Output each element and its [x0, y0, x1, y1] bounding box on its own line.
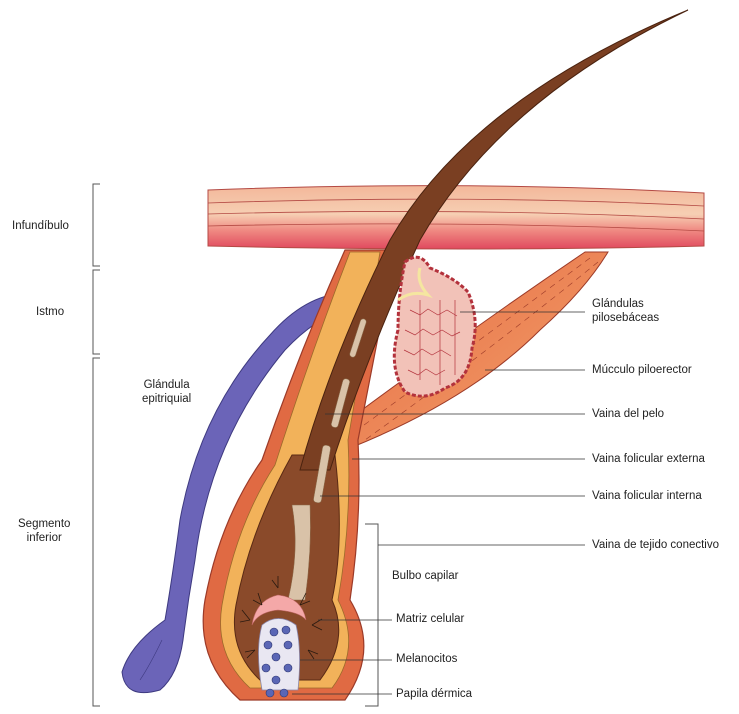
label-infundibulo: Infundíbulo — [12, 219, 69, 233]
label-glandula-epitriquial-line1: Glándula — [142, 378, 191, 392]
label-melanocitos: Melanocitos — [396, 652, 457, 666]
label-matriz-celular: Matriz celular — [396, 612, 464, 626]
label-segmento-inferior-line1: Segmento — [18, 517, 70, 531]
label-vaina-del-pelo: Vaina del pelo — [592, 407, 664, 421]
label-glandulas-pilosebaceas-line2: pilosebáceas — [592, 311, 659, 325]
bracket-bulbo-capilar — [365, 524, 378, 706]
label-bulbo-capilar: Bulbo capilar — [392, 569, 458, 583]
bracket-segmento-inferior — [93, 358, 100, 706]
label-vaina-tejido-conectivo: Vaina de tejido conectivo — [592, 538, 719, 552]
bracket-istmo — [93, 270, 100, 354]
label-glandula-epitriquial-line2: epitriquial — [142, 392, 191, 406]
label-musculo-piloerector: Múcculo piloerector — [592, 363, 692, 377]
label-papila-dermica: Papila dérmica — [396, 687, 472, 701]
label-vaina-folicular-interna: Vaina folicular interna — [592, 489, 702, 503]
label-vaina-folicular-externa: Vaina folicular externa — [592, 452, 705, 466]
label-segmento-inferior-line2: inferior — [18, 531, 70, 545]
label-istmo: Istmo — [36, 305, 64, 319]
label-glandulas-pilosebaceas: Glándulas pilosebáceas — [592, 297, 659, 325]
epidermis-band — [208, 186, 704, 249]
sebaceous-gland — [394, 257, 475, 396]
label-glandula-epitriquial: Glándula epitriquial — [142, 378, 191, 406]
bracket-infundibulo — [93, 184, 100, 266]
label-segmento-inferior: Segmento inferior — [18, 517, 70, 545]
label-glandulas-pilosebaceas-line1: Glándulas — [592, 297, 659, 311]
